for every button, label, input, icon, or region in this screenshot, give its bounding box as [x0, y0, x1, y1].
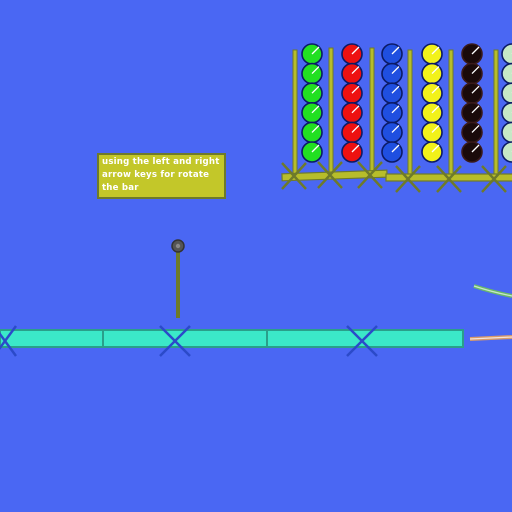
ball-icon — [501, 121, 512, 144]
ball-icon — [421, 43, 443, 65]
ball-icon — [381, 82, 403, 104]
ball-icon — [301, 62, 323, 85]
rack-pole — [407, 49, 413, 179]
ball-icon — [381, 43, 403, 65]
ball-icon — [421, 62, 443, 85]
x-joint-icon — [0, 325, 18, 357]
ball-icon — [501, 43, 512, 65]
ball-icon — [461, 121, 483, 144]
ball-icon — [501, 82, 512, 104]
x-joint-icon — [317, 161, 343, 189]
ball-icon — [381, 62, 403, 85]
ball-icon — [341, 43, 363, 65]
ball-icon — [341, 121, 363, 144]
rotating-bar[interactable] — [0, 325, 464, 357]
x-joint-icon — [395, 165, 421, 193]
instruction-text: using the left and right arrow keys for … — [102, 157, 220, 193]
ball-icon — [421, 141, 443, 163]
x-joint-icon — [346, 325, 378, 357]
rack-base — [281, 169, 512, 182]
rack-pole — [369, 47, 375, 179]
ball-icon — [341, 82, 363, 104]
ball-icon — [501, 102, 512, 124]
rack-joints — [281, 161, 507, 193]
ball-rack — [292, 47, 499, 179]
ball-icon — [301, 43, 323, 65]
x-joint-icon — [357, 161, 383, 189]
ball-icon — [461, 43, 483, 65]
instruction-box: using the left and right arrow keys for … — [97, 153, 226, 199]
ball-icon — [301, 141, 323, 163]
rack-pole — [292, 49, 298, 179]
x-joint-icon — [159, 325, 191, 357]
ball-icon — [421, 82, 443, 104]
ball-icon — [341, 102, 363, 124]
ball-icon — [461, 62, 483, 85]
ball-icon — [461, 82, 483, 104]
ball-icon — [381, 141, 403, 163]
ball-icon — [341, 141, 363, 163]
edge-pieces — [469, 284, 512, 341]
ball-icon — [421, 102, 443, 124]
x-joint-icon — [281, 162, 307, 190]
ball-icon — [301, 102, 323, 124]
pendulum — [171, 239, 185, 318]
ball-icon — [461, 141, 483, 163]
pin-center — [175, 243, 181, 249]
x-joint-icon — [436, 165, 462, 193]
ball-columns — [301, 43, 512, 163]
ball-icon — [301, 82, 323, 104]
rack-pole — [328, 47, 334, 179]
bar-segment-1 — [0, 329, 104, 348]
ball-icon — [421, 121, 443, 144]
ball-icon — [501, 62, 512, 85]
green-stick-highlight — [473, 285, 512, 297]
rack-pole — [493, 49, 499, 179]
ball-icon — [461, 102, 483, 124]
x-joint-icon — [481, 165, 507, 193]
ball-icon — [501, 141, 512, 163]
ball-icon — [381, 121, 403, 144]
ball-icon — [341, 62, 363, 85]
orange-stick-highlight — [469, 336, 512, 340]
ball-icon — [301, 121, 323, 144]
ball-icon — [381, 102, 403, 124]
rack-pole — [448, 49, 454, 179]
